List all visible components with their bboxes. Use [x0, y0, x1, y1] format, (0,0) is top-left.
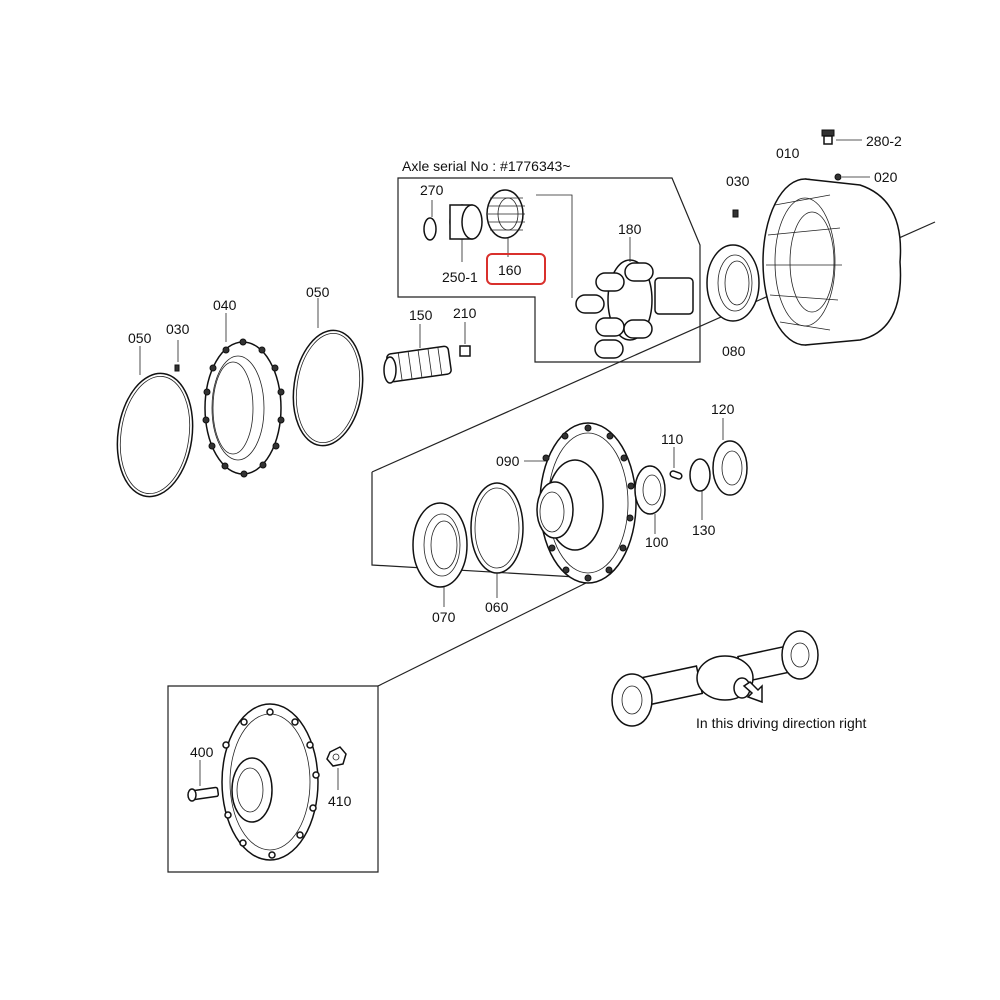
hub-group-frame-2 — [371, 472, 594, 579]
stud-group-link — [377, 581, 589, 687]
nut-410 — [326, 746, 347, 767]
planet-group-frame — [397, 177, 701, 363]
label-030-top: 030 — [726, 173, 750, 189]
seal-ring-060 — [470, 482, 524, 574]
planet-group-link — [536, 194, 573, 298]
sun-shaft-150 — [383, 345, 452, 384]
label-040: 040 — [213, 297, 237, 313]
planet-gear-160 — [486, 189, 525, 239]
o-ring-050-right — [292, 329, 364, 447]
label-010: 010 — [776, 145, 800, 161]
pin-110 — [669, 470, 683, 480]
label-060: 060 — [485, 599, 509, 615]
label-030-left: 030 — [166, 321, 190, 337]
label-120: 120 — [711, 401, 735, 417]
label-180: 180 — [618, 221, 642, 237]
seal-080 — [706, 244, 760, 322]
label-080: 080 — [722, 343, 746, 359]
serial-note: Axle serial No : #1776343~ — [402, 158, 571, 174]
ring-gear-carrier-010 — [762, 178, 902, 346]
disc-120 — [712, 440, 748, 496]
plug-280-2 — [821, 129, 835, 145]
label-150: 150 — [409, 307, 433, 323]
ring-130 — [689, 458, 711, 492]
planet-carrier-180 — [575, 237, 694, 359]
label-130: 130 — [692, 522, 716, 538]
label-090: 090 — [496, 453, 520, 469]
hub-detail — [221, 703, 320, 861]
axle-overview — [611, 630, 819, 727]
label-280-2: 280-2 — [866, 133, 902, 149]
label-250-1: 250-1 — [442, 269, 478, 285]
bearing-250-1 — [449, 204, 483, 240]
label-020: 020 — [874, 169, 898, 185]
wheel-hub-090 — [536, 422, 637, 584]
ring-gear-040 — [202, 338, 285, 478]
label-210: 210 — [453, 305, 477, 321]
o-ring-050-left — [116, 372, 194, 498]
label-410: 410 — [328, 793, 352, 809]
highlight-box-160 — [486, 253, 546, 285]
label-160: 160 — [498, 262, 522, 278]
seal-070 — [412, 502, 468, 588]
label-270: 270 — [420, 182, 444, 198]
stud-group-frame — [167, 685, 379, 873]
direction-note: In this driving direction right — [696, 715, 867, 731]
stud-400 — [187, 786, 220, 802]
bearing-100 — [634, 465, 666, 515]
label-100: 100 — [645, 534, 669, 550]
label-400: 400 — [190, 744, 214, 760]
snap-ring-270 — [423, 217, 437, 241]
nut-210 — [459, 345, 471, 357]
label-050-left: 050 — [128, 330, 152, 346]
label-050-right: 050 — [306, 284, 330, 300]
label-110: 110 — [661, 431, 684, 447]
label-070: 070 — [432, 609, 456, 625]
